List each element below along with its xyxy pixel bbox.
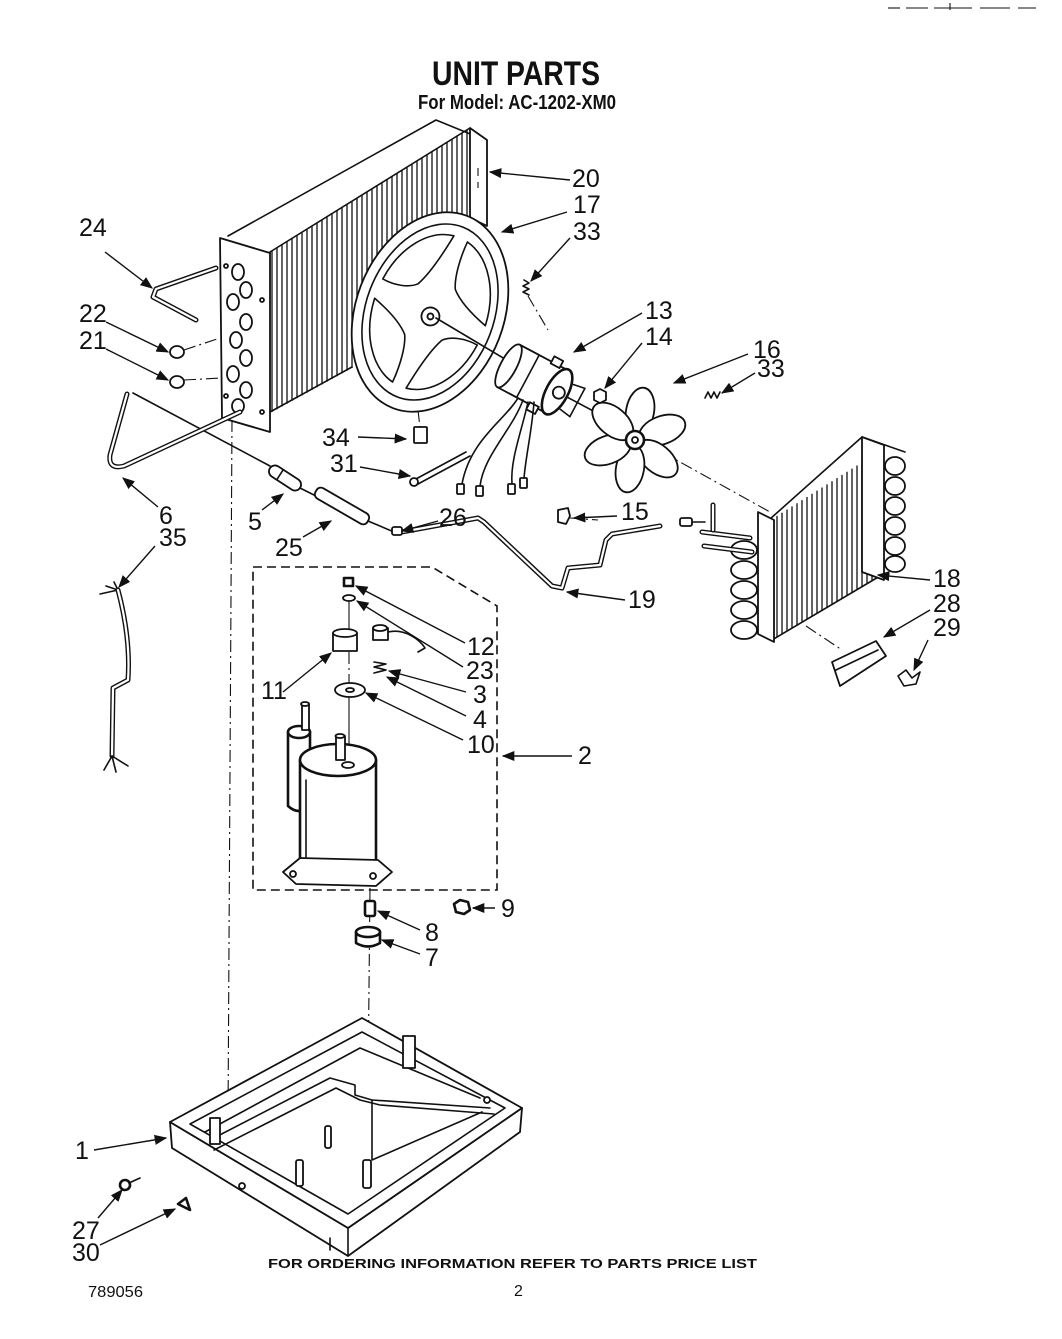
evaporator-right-plate xyxy=(861,436,885,581)
terminal-cover xyxy=(332,628,358,652)
base-clip xyxy=(176,1196,192,1212)
overload-spring xyxy=(373,661,387,674)
leader-lines xyxy=(93,168,931,1246)
compressor xyxy=(282,701,393,887)
callout-part-31: 31 xyxy=(330,450,358,478)
terminal-washer xyxy=(342,594,356,602)
callout-part-12: 12 xyxy=(467,633,495,661)
strainer xyxy=(268,464,302,492)
callout-part-17: 17 xyxy=(573,191,601,219)
drip-tray xyxy=(831,640,887,687)
ordering-note: FOR ORDERING INFORMATION REFER TO PARTS … xyxy=(268,1256,757,1271)
page-number: 2 xyxy=(514,1283,523,1300)
callout-part-25: 25 xyxy=(275,534,303,562)
callout-part-2: 2 xyxy=(578,742,592,770)
callout-part-16: 16 xyxy=(753,336,781,364)
mounting-grommet xyxy=(354,925,382,948)
condenser-end-plate xyxy=(219,237,271,433)
fan-shroud xyxy=(350,211,510,413)
callout-part-30: 30 xyxy=(72,1239,100,1267)
mounting-sleeve xyxy=(363,899,377,918)
fan-motor xyxy=(494,343,630,431)
callout-part-4: 4 xyxy=(473,706,487,734)
tube-seal-upper xyxy=(169,345,185,359)
drier-tube xyxy=(313,486,371,526)
callout-part-21: 21 xyxy=(79,327,107,355)
callout-part-5: 5 xyxy=(248,508,262,536)
callout-part-8: 8 xyxy=(425,919,439,947)
refrigerant-tubing xyxy=(107,265,706,591)
callout-part-15: 15 xyxy=(621,498,649,526)
evaporator-left-plate xyxy=(757,511,775,643)
shroud-tab xyxy=(413,426,428,444)
callout-part-14: 14 xyxy=(645,323,673,351)
condenser-right-plate xyxy=(469,127,488,227)
corner-marks xyxy=(888,3,1036,10)
callout-part-9: 9 xyxy=(501,895,515,923)
fan-spring-clip xyxy=(704,391,721,399)
condenser-return-bends xyxy=(223,263,265,415)
terminal-nut xyxy=(342,576,355,588)
wire-strap xyxy=(409,451,471,487)
callout-part-28: 28 xyxy=(933,590,961,618)
tube-clip xyxy=(557,507,571,525)
evaporator-coil xyxy=(699,436,906,643)
evaporator-right-bends xyxy=(884,456,906,573)
callout-part-3: 3 xyxy=(473,681,487,709)
compressor-assembly-outline xyxy=(252,566,498,891)
callout-part-19: 19 xyxy=(628,586,656,614)
page-title: UNIT PARTS xyxy=(432,55,600,93)
fan-blade xyxy=(583,386,687,494)
tray-clip xyxy=(897,669,921,687)
callout-part-22: 22 xyxy=(79,300,107,328)
callout-part-33-fan: 33 xyxy=(757,355,785,383)
evaporator-left-bends xyxy=(730,540,758,640)
callout-part-23: 23 xyxy=(466,657,494,685)
model-subtitle: For Model: AC-1202-XM0 xyxy=(418,92,616,114)
callout-part-33-shroud: 33 xyxy=(573,218,601,246)
terminal-clip xyxy=(334,682,366,698)
callout-part-11: 11 xyxy=(261,677,287,705)
mounting-nut xyxy=(452,898,472,916)
motor-lead-wires xyxy=(456,397,535,497)
callout-part-1: 1 xyxy=(75,1137,89,1165)
callout-part-24: 24 xyxy=(79,214,107,242)
compressor-base xyxy=(282,857,393,887)
callout-part-18: 18 xyxy=(933,565,961,593)
power-cord xyxy=(99,581,131,773)
shaft-nut xyxy=(593,388,607,404)
callout-part-29: 29 xyxy=(933,614,961,642)
callout-part-27: 27 xyxy=(72,1217,100,1245)
overload-protector xyxy=(372,624,426,653)
callout-part-34: 34 xyxy=(322,424,350,452)
callouts: 20 17 33 24 13 22 14 21 16 33 34 31 6 5 … xyxy=(72,165,961,1267)
callout-part-35: 35 xyxy=(159,524,187,552)
tube-seal-lower xyxy=(169,375,185,389)
callout-part-26: 26 xyxy=(439,504,467,532)
shroud-spring-clip xyxy=(522,279,530,296)
base-screw xyxy=(118,1177,141,1192)
drawing-number: 789056 xyxy=(88,1284,143,1301)
motor-shaft-rear xyxy=(435,317,511,363)
callout-part-20: 20 xyxy=(572,165,600,193)
callout-part-6: 6 xyxy=(159,502,173,530)
callout-part-7: 7 xyxy=(425,944,439,972)
base-pan xyxy=(169,1017,523,1257)
callout-part-13: 13 xyxy=(645,297,673,325)
callout-part-10: 10 xyxy=(467,731,495,759)
